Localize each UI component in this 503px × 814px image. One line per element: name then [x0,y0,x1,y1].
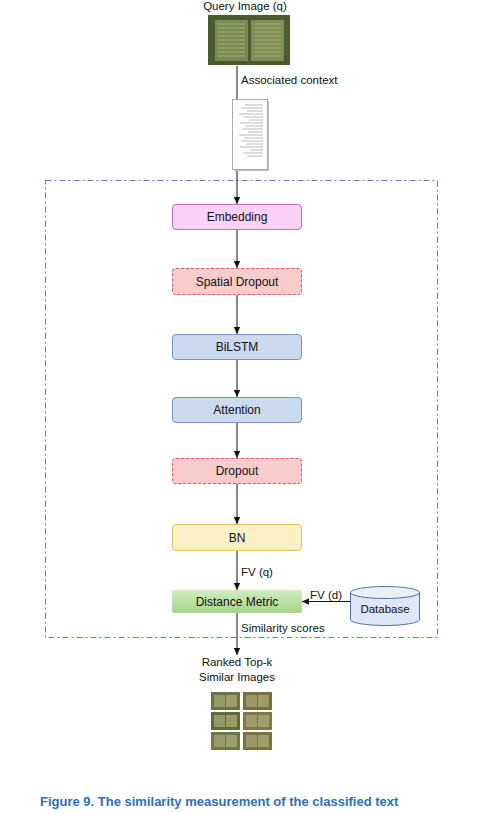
arrow-head [234,261,240,268]
node-label: Dropout [216,464,259,478]
edge-label: FV (q) [241,566,273,578]
thumbnail-page [246,715,257,727]
thumbnail-page [258,715,269,727]
node-label: Attention [213,403,260,417]
node-label: Database [360,603,409,615]
manuscript-lines [218,24,281,56]
manuscript-page [215,20,248,61]
flow-arrow [234,613,240,655]
flow-arrow [234,230,240,268]
arrow-head [234,197,240,204]
thumbnail-page [226,695,237,707]
database-cylinder: Database [350,586,420,626]
thumbnail-image [243,732,272,750]
result-images: Ranked Top-k Similar Images [172,655,302,752]
thumbnail-grid [211,692,273,752]
node-label: Query Image (q) [203,0,287,12]
node-label: Embedding [207,210,268,224]
node-label: BiLSTM [216,340,259,354]
arrow-head [234,451,240,458]
manuscript-image [208,15,290,65]
arrow-head [234,583,240,590]
cylinder-top [351,587,420,599]
edge-label: Similarity scores [241,622,325,634]
thumbnail-image [243,692,272,710]
edge-label: FV (d) [310,589,342,601]
thumbnail-page [214,715,225,727]
flow-arrow [234,423,240,458]
thumbnail-page [226,715,237,727]
thumbnail-image [243,712,272,730]
thumbnail-page [214,735,225,747]
process-box: BiLSTM [172,334,302,360]
arrow-line [302,601,350,602]
normalization-box: BN [172,524,302,551]
thumbnail-page [226,735,237,747]
flow-arrow [234,551,240,590]
arrow-head [234,648,240,655]
document-illustration [231,98,271,173]
metric-box: Distance Metric [172,590,302,613]
thumbnail-page [214,695,225,707]
thumbnail-image [211,732,240,750]
dropout-box: Dropout [172,458,302,484]
group-frame [46,181,438,638]
node-label: Ranked Top-k Similar Images [190,655,285,685]
thumbnail-image [211,712,240,730]
process-box: Attention [172,397,302,423]
node-label: BN [229,531,246,545]
arrow-head [234,517,240,524]
thumbnail-page [258,735,269,747]
node-label: Spatial Dropout [196,275,279,289]
flow-arrow [234,484,240,524]
arrow-head [234,390,240,397]
node-label: Distance Metric [196,595,279,609]
thumbnail-page [246,735,257,747]
thumbnail-page [246,695,257,707]
dropout-box: Spatial Dropout [172,268,302,295]
arrow-head [234,327,240,334]
query-image: Query Image (q) [185,0,305,66]
flow-arrow [234,295,240,334]
thumbnail-page [258,695,269,707]
document-page [233,100,268,170]
manuscript-page [251,20,284,61]
figure-caption: Figure 9. The similarity measurement of … [40,794,398,809]
process-box: Embedding [172,204,302,230]
flow-arrow [234,360,240,397]
arrow-head [302,598,309,604]
edge-label: Associated context [241,74,338,86]
image-background [208,15,290,65]
document-text-lines [239,105,263,156]
thumbnail-image [211,692,240,710]
